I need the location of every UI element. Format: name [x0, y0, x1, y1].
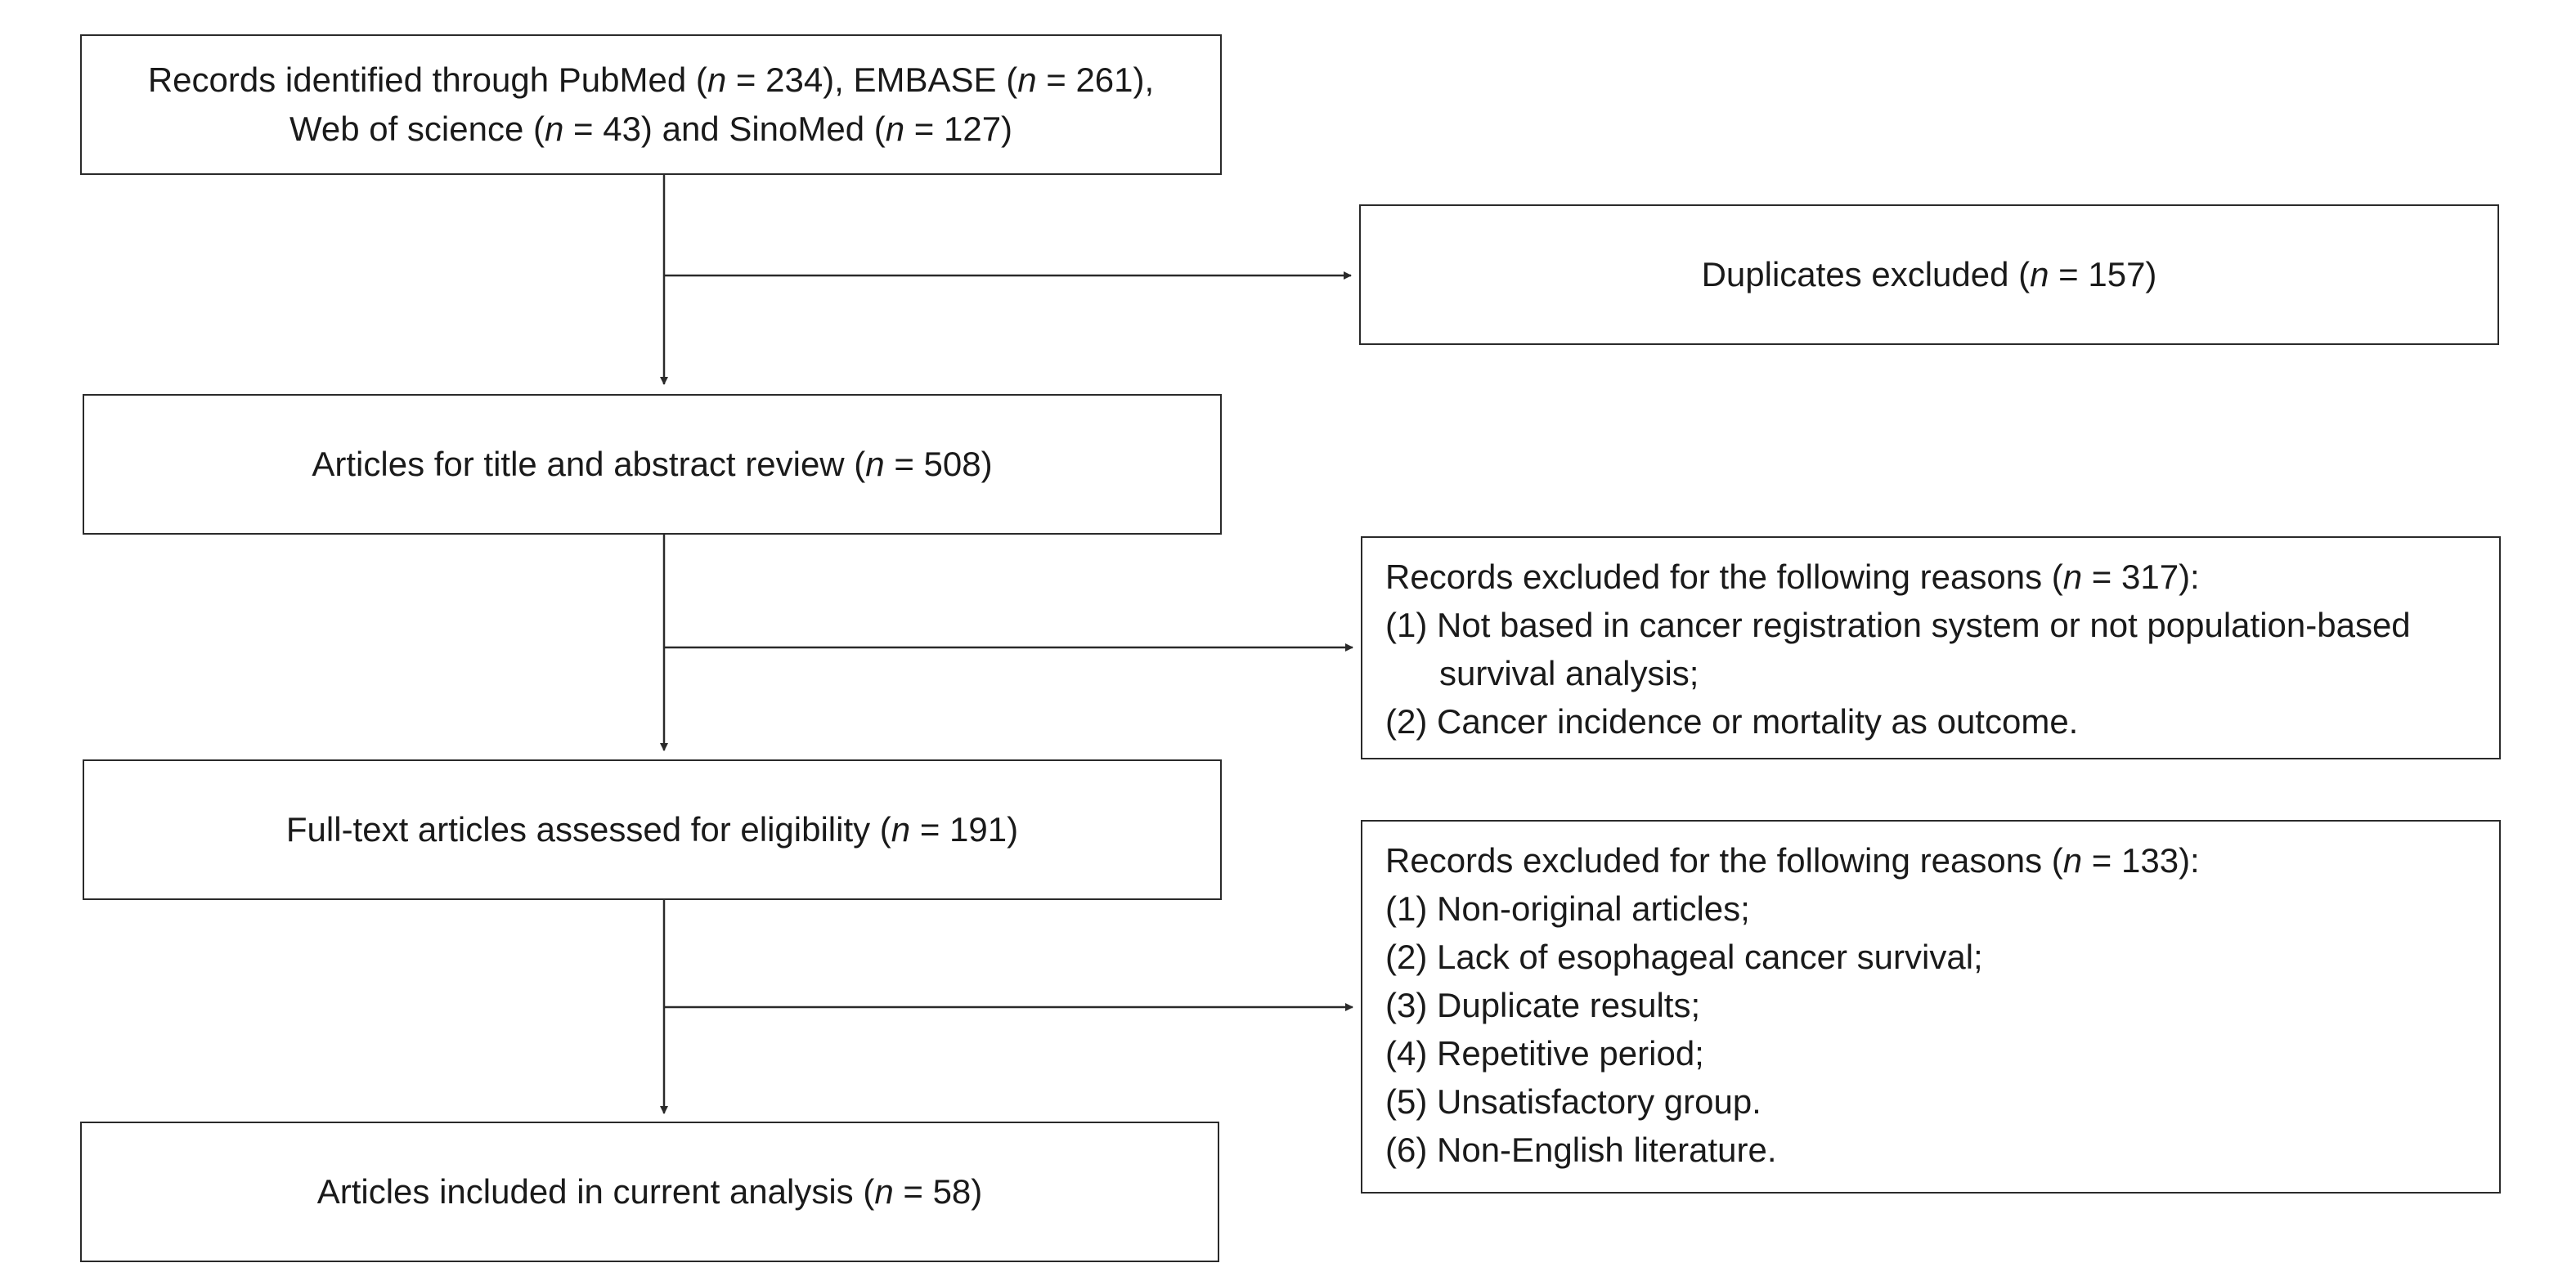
screening-exclusions-box: Records excluded for the following reaso… — [1361, 536, 2501, 759]
title-abstract-review-box: Articles for title and abstract review (… — [83, 394, 1222, 535]
fulltext-exclusion-reason: (4) Repetitive period; — [1385, 1034, 1704, 1073]
screening-exclusion-reason: (2) Cancer incidence or mortality as out… — [1385, 702, 2079, 741]
title-abstract-review-text: Articles for title and abstract review (… — [312, 445, 993, 483]
fulltext-exclusion-reason: (5) Unsatisfactory group. — [1385, 1082, 1761, 1121]
fulltext-exclusion-reason: (3) Duplicate results; — [1385, 986, 1701, 1024]
records-identified-text: Records identified through PubMed (n = 2… — [147, 60, 1155, 148]
screening-exclusions-header: Records excluded for the following reaso… — [1385, 558, 2200, 596]
fulltext-exclusion-reason: (6) Non-English literature. — [1385, 1131, 1777, 1169]
records-identified-box: Records identified through PubMed (n = 2… — [80, 34, 1222, 175]
screening-exclusion-reason: (1) Not based in cancer registration sys… — [1385, 606, 2411, 692]
fulltext-exclusion-reason: (1) Non-original articles; — [1385, 889, 1750, 928]
fulltext-exclusions-header: Records excluded for the following reaso… — [1385, 841, 2200, 880]
duplicates-excluded-box: Duplicates excluded (n = 157) — [1359, 204, 2499, 345]
fulltext-eligibility-text: Full-text articles assessed for eligibil… — [285, 810, 1019, 849]
fulltext-exclusions-box: Records excluded for the following reaso… — [1361, 820, 2501, 1194]
fulltext-exclusion-reason: (2) Lack of esophageal cancer survival; — [1385, 938, 1983, 976]
duplicates-excluded-text: Duplicates excluded (n = 157) — [1701, 255, 2157, 293]
fulltext-eligibility-box: Full-text articles assessed for eligibil… — [83, 759, 1222, 900]
articles-included-box: Articles included in current analysis (n… — [80, 1122, 1219, 1262]
articles-included-text: Articles included in current analysis (n… — [316, 1172, 983, 1211]
